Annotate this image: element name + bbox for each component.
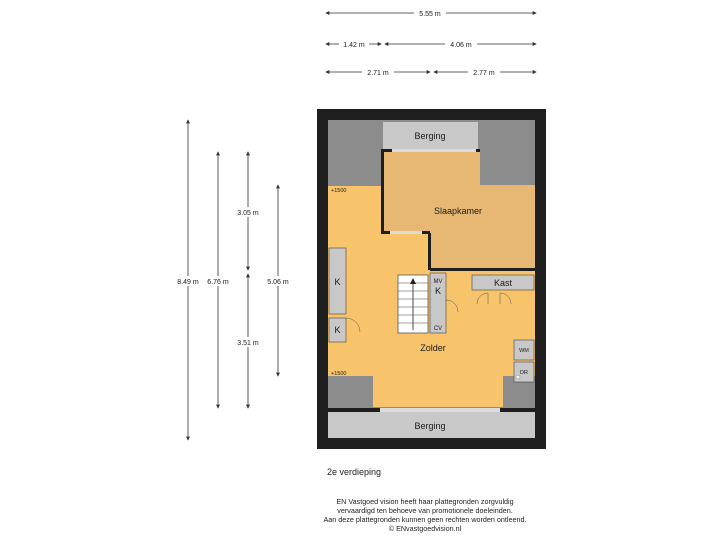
dim-label-half-right: 2.77 m (473, 70, 495, 77)
top-dimension-labels: 5.55 m 1.42 m 4.06 m 2.71 m 2.77 m (339, 8, 500, 77)
label-kast: Kast (494, 278, 513, 288)
disclaimer-line-2: vervaardigd ten behoeve van promotionele… (337, 506, 513, 515)
label-k-mid: K (435, 286, 441, 296)
label-slaapkamer: Slaapkamer (434, 206, 482, 216)
dim-label-left-mid: 5.06 m (267, 279, 289, 286)
room-berging-bottom (328, 412, 535, 438)
staircase (397, 274, 429, 334)
disclaimer: EN Vastgoed vision heeft haar plattegron… (300, 497, 550, 533)
label-height-lower: +1500 (331, 371, 346, 377)
building (317, 109, 546, 449)
kast-k-lower (328, 317, 347, 343)
room-berging-top (383, 122, 478, 150)
label-k-upper: K (334, 277, 340, 287)
label-height-upper: +1500 (331, 188, 346, 194)
dim-label-left-inner: 6.76 m (207, 279, 229, 286)
label-dr: DR (520, 370, 528, 376)
dim-label-left-lower: 3.51 m (237, 340, 259, 347)
label-zolder: Zolder (420, 343, 446, 353)
room-labels: Berging Slaapkamer Zolder Berging Kast K… (331, 131, 529, 431)
dim-label-left-total: 8.49 m (177, 279, 199, 286)
floor-level-label: 2e verdieping (327, 467, 382, 477)
label-wm: WM (519, 348, 529, 354)
disclaimer-line-3: Aan deze plattegronden kunnen geen recht… (323, 515, 527, 524)
kast-k-upper (328, 247, 347, 315)
disclaimer-line-4: © ENvastgoedvision.nl (388, 524, 462, 533)
dim-label-total: 5.55 m (419, 11, 441, 18)
label-berging-top: Berging (414, 131, 445, 141)
label-mv: MV (434, 279, 443, 285)
label-cv: CV (434, 326, 442, 332)
left-dimension-labels: 8.49 m 6.76 m 3.05 m 3.51 m 5.06 m (172, 207, 294, 347)
dim-label-split-left: 1.42 m (343, 42, 365, 49)
dim-label-split-right: 4.06 m (450, 42, 472, 49)
label-k-lower: K (334, 325, 340, 335)
room-kast (471, 274, 535, 291)
disclaimer-line-1: EN Vastgoed vision heeft haar plattegron… (336, 497, 514, 506)
washing-machine (513, 339, 535, 361)
dim-label-half-left: 2.71 m (367, 70, 389, 77)
dim-label-left-upper: 3.05 m (237, 210, 259, 217)
label-berging-bottom: Berging (414, 421, 445, 431)
